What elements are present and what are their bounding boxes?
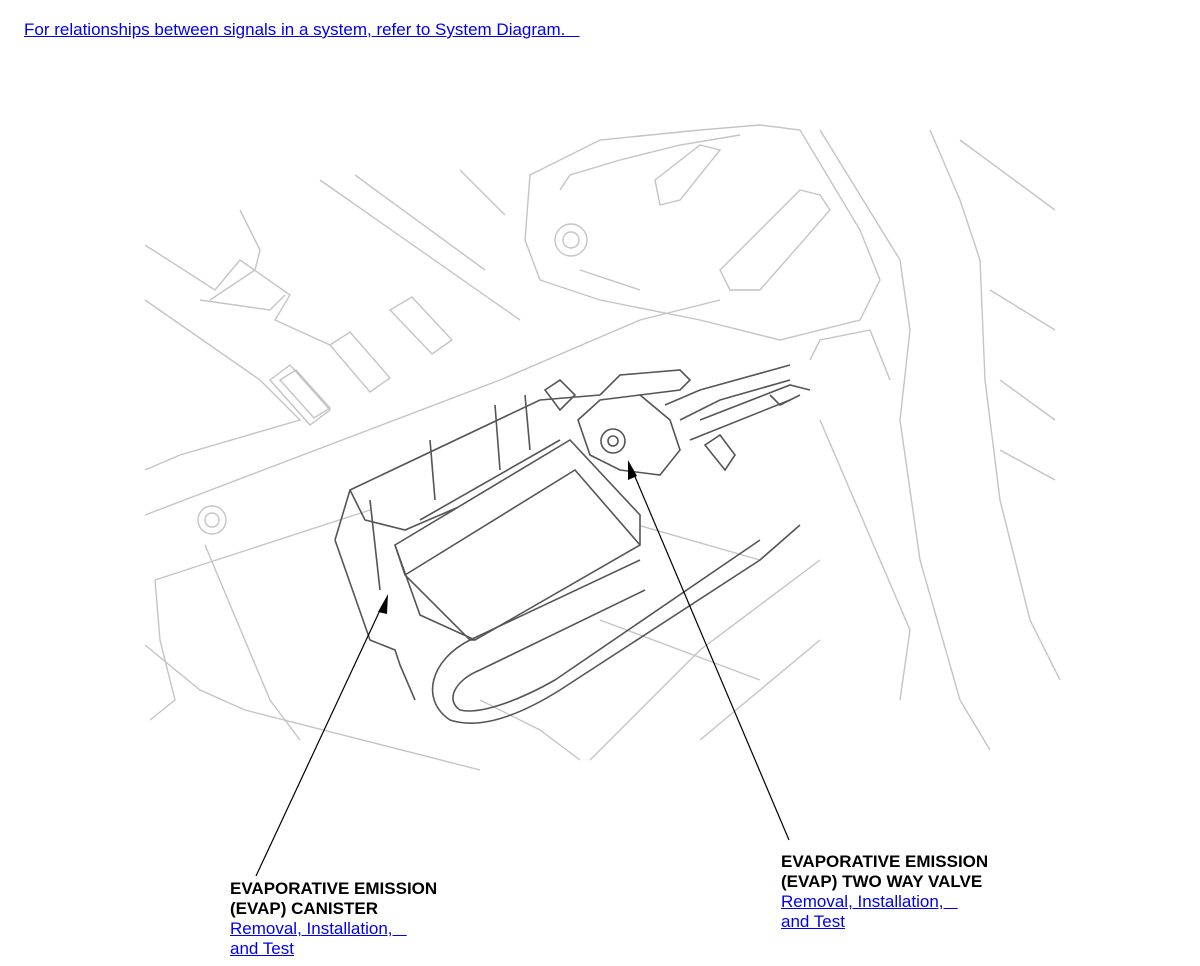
evap-two-way-valve xyxy=(543,364,801,476)
canister-procedure-link-line2[interactable]: and Test xyxy=(230,939,294,958)
canister-title-line1: EVAPORATIVE EMISSION xyxy=(230,879,438,898)
evap-canister xyxy=(334,384,811,724)
valve-procedure-link-line1[interactable]: Removal, Installation, xyxy=(781,892,958,911)
vehicle-body-outline xyxy=(144,124,1061,771)
valve-procedure-link-line2[interactable]: and Test xyxy=(781,912,845,931)
canister-procedure-link-line1[interactable]: Removal, Installation, xyxy=(230,919,407,938)
valve-title-line1: EVAPORATIVE EMISSION xyxy=(781,852,989,871)
system-diagram-link[interactable]: For relationships between signals in a s… xyxy=(24,20,580,39)
leader-line-valve xyxy=(628,460,790,841)
canister-callout: EVAPORATIVE EMISSION (EVAP) CANISTER Rem… xyxy=(230,879,437,959)
valve-title-line2: (EVAP) TWO WAY VALVE xyxy=(781,872,983,891)
two-way-valve-callout: EVAPORATIVE EMISSION (EVAP) TWO WAY VALV… xyxy=(781,852,988,932)
leader-line-canister xyxy=(255,594,388,877)
canister-title-line2: (EVAP) CANISTER xyxy=(230,899,378,918)
